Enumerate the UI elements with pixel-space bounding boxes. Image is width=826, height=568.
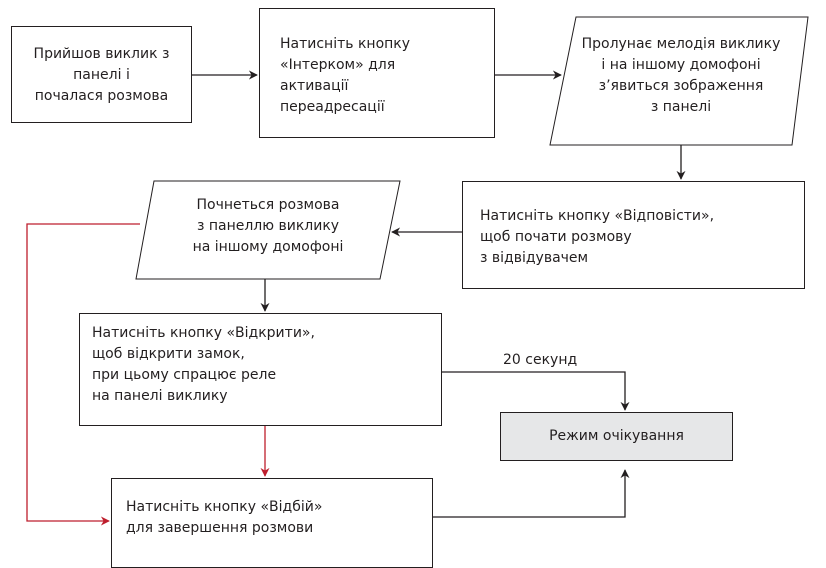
press-hangup-line: для завершення розмови xyxy=(126,520,314,536)
arrow-open-to-standby xyxy=(442,371,630,411)
press-hangup-text: Натисніть кнопку «Відбій» для завершення… xyxy=(126,497,346,539)
arrow-conversation-to-hangup xyxy=(26,223,140,526)
press-open-line: на панелі виклику xyxy=(92,388,228,404)
call-started-line: почалася розмова xyxy=(34,88,169,104)
call-started-line: Прийшов виклик з xyxy=(33,46,170,62)
press-hangup-box xyxy=(111,478,433,568)
press-answer-line: щоб почати розмову xyxy=(480,229,632,245)
call-started-line: панелі і xyxy=(73,67,130,83)
melody-line: з’явиться зображення xyxy=(598,78,764,94)
melody-line: з панелі xyxy=(650,99,712,115)
standby-box xyxy=(500,412,733,461)
press-open-box xyxy=(79,313,442,426)
press-answer-line: з відвідувачем xyxy=(480,250,589,266)
conversation-text: Почнеться розмова з панеллю виклику на і… xyxy=(150,195,386,258)
press-answer-box xyxy=(462,181,805,289)
press-intercom-line: Натисніть кнопку xyxy=(280,36,411,52)
melody-text: Пролунає мелодія виклику і на іншому дом… xyxy=(572,34,790,118)
press-intercom-line: активації xyxy=(280,78,349,94)
press-hangup-line: Натисніть кнопку «Відбій» xyxy=(126,499,323,515)
press-intercom-line: переадресації xyxy=(280,99,385,115)
press-open-line: щоб відкрити замок, xyxy=(92,346,245,362)
press-intercom-line: «Інтерком» для xyxy=(280,57,396,73)
melody-line: Пролунає мелодія виклику xyxy=(581,36,781,52)
arrow-hangup-to-standby xyxy=(433,469,630,518)
melody-line: і на іншому домофоні xyxy=(601,57,761,73)
press-open-line: при цьому спрацює реле xyxy=(92,367,277,383)
conversation-line: на іншому домофоні xyxy=(192,239,344,255)
press-intercom-text: Натисніть кнопку «Інтерком» для активаці… xyxy=(280,34,430,118)
call-started-box xyxy=(11,26,192,123)
conversation-line: з панеллю виклику xyxy=(196,218,340,234)
press-open-line: Натисніть кнопку «Відкрити», xyxy=(92,325,315,341)
press-answer-text: Натисніть кнопку «Відповісти», щоб почат… xyxy=(480,206,750,269)
conversation-shape xyxy=(135,180,401,280)
standby-label: Режим очікування xyxy=(549,428,684,444)
press-open-text: Натисніть кнопку «Відкрити», щоб відкрит… xyxy=(92,323,362,407)
melody-shape xyxy=(549,16,809,146)
press-intercom-box xyxy=(259,8,495,138)
timeout-label: 20 секунд xyxy=(503,352,578,368)
conversation-line: Почнеться розмова xyxy=(196,197,340,213)
call-started-text: Прийшов виклик з панелі і почалася розмо… xyxy=(18,44,185,107)
press-answer-line: Натисніть кнопку «Відповісти», xyxy=(480,208,715,224)
